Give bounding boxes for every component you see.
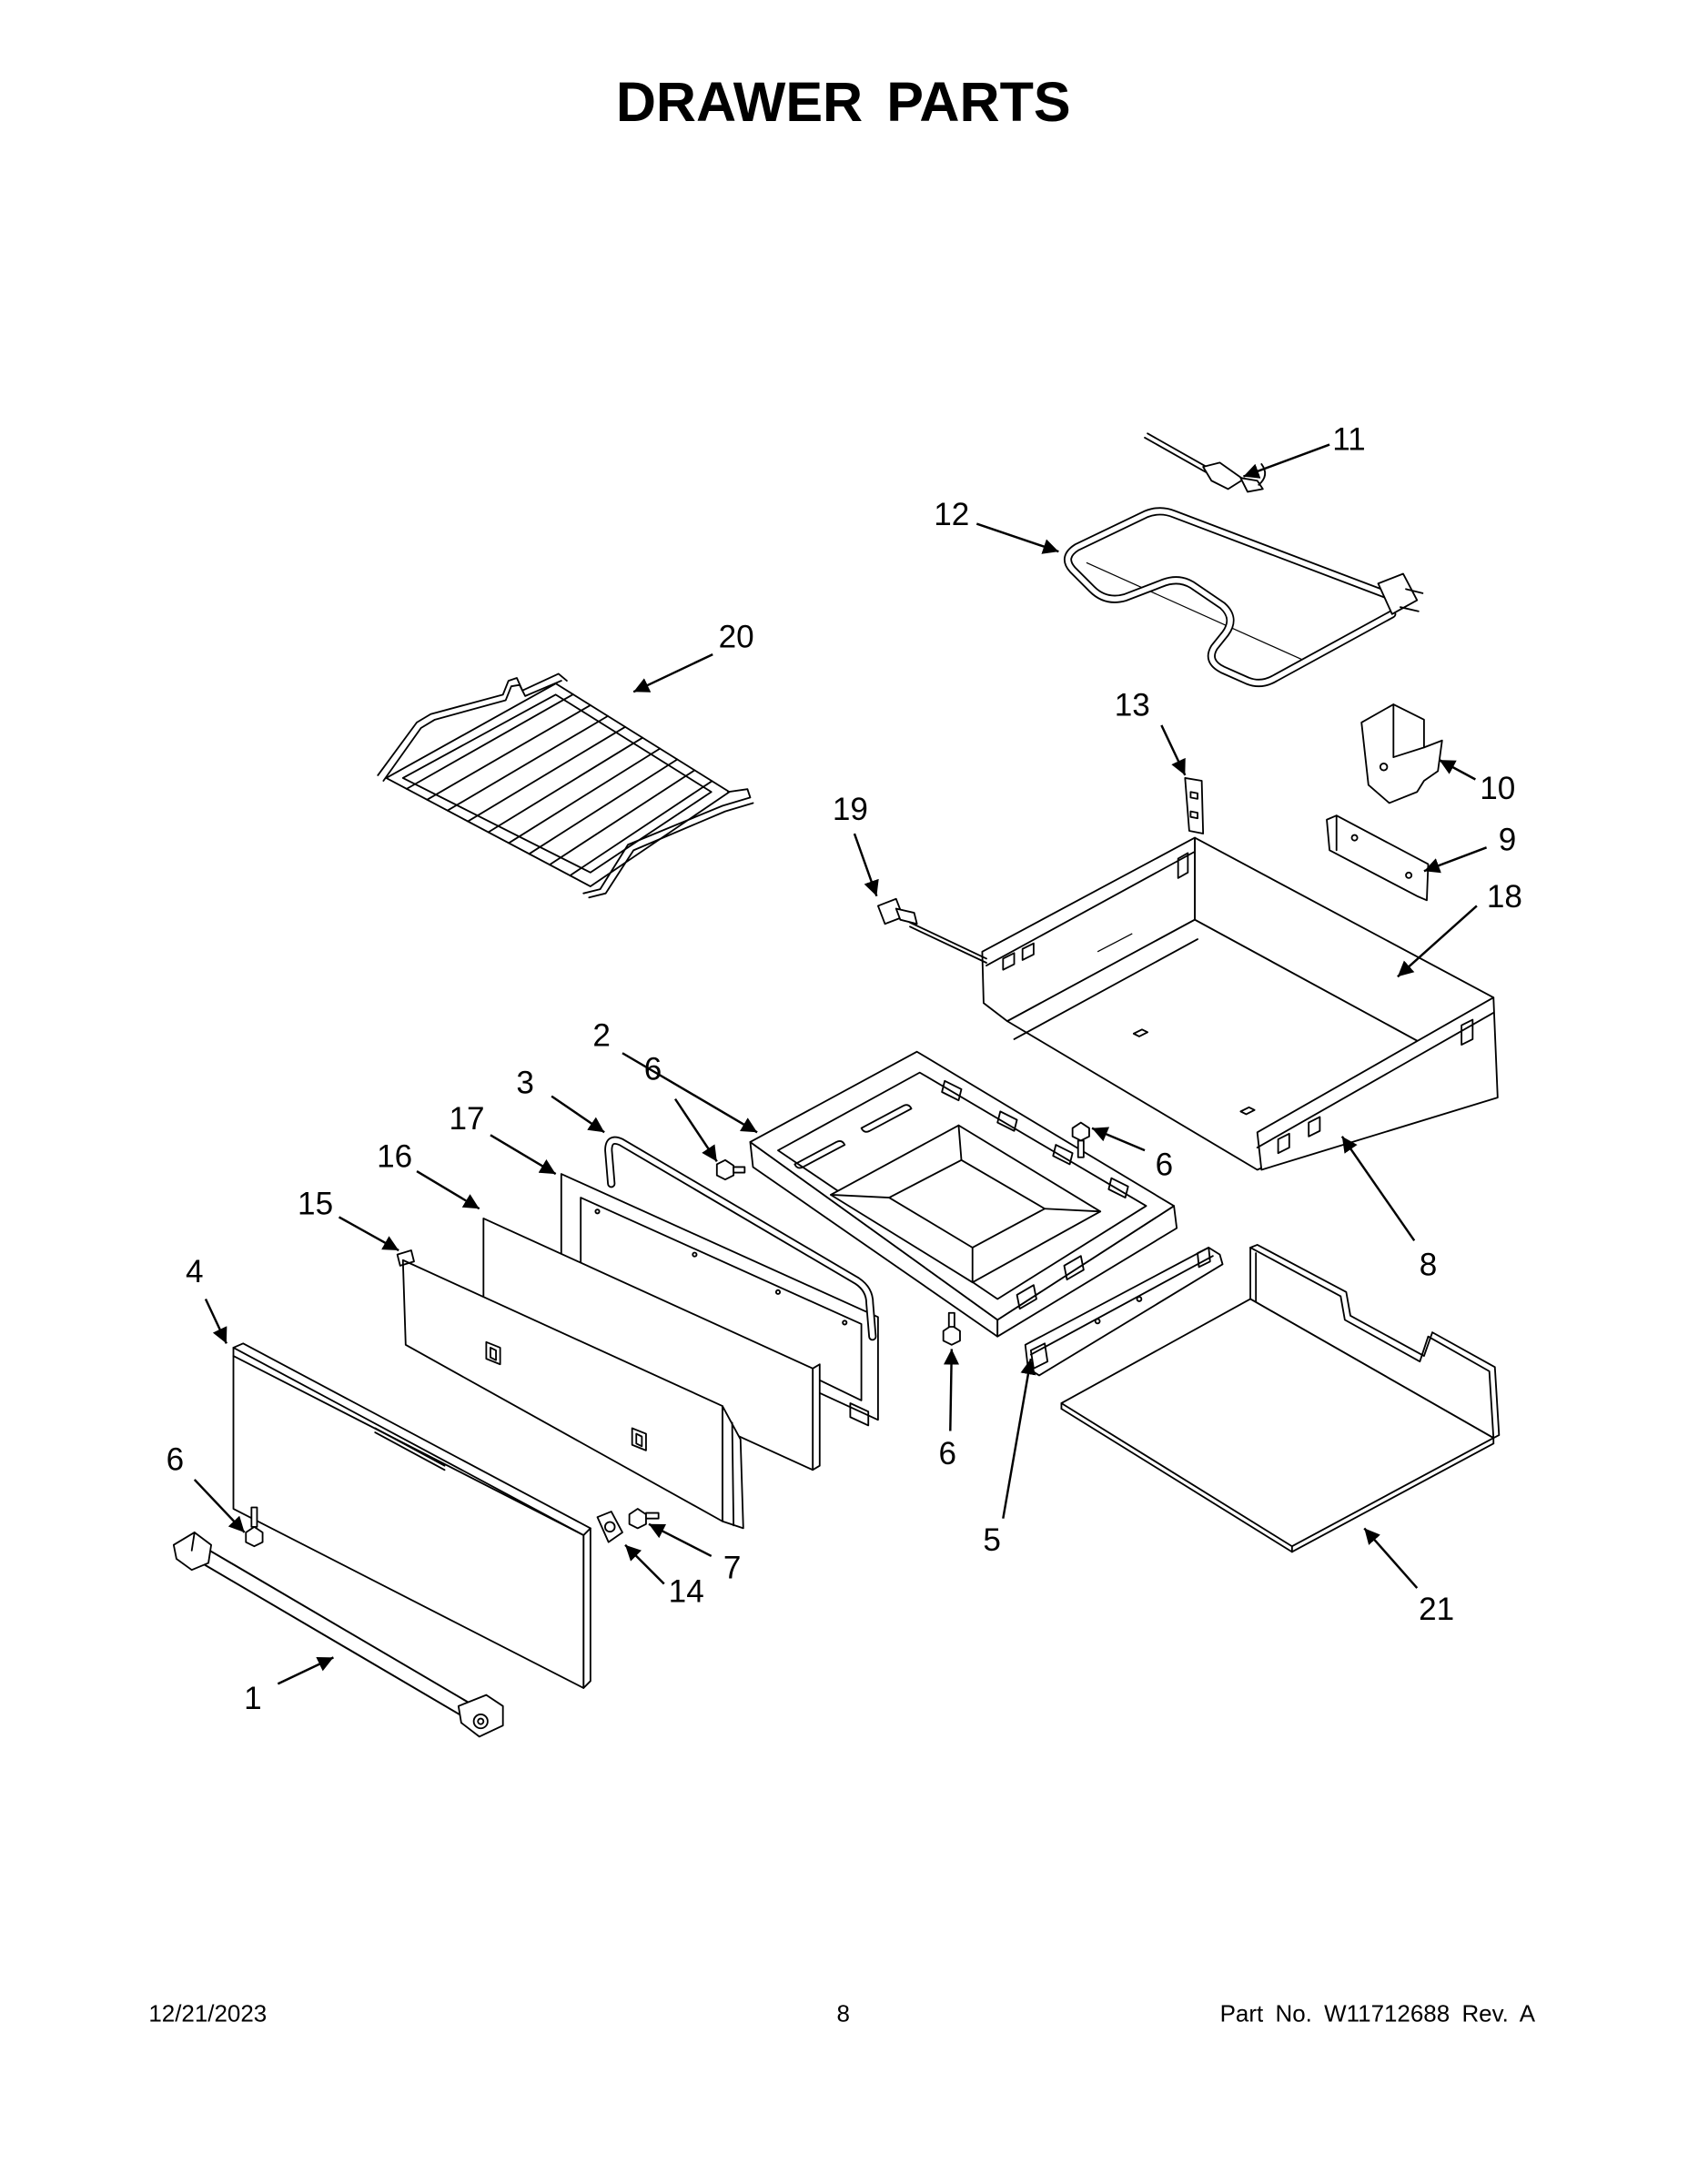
page-footer: 12/21/2023 8 Part No. W11712688 Rev. A bbox=[148, 2001, 1535, 2027]
leader-arrow-3 bbox=[551, 1095, 605, 1134]
leader-arrow-8 bbox=[1340, 1136, 1416, 1242]
part-20-rack bbox=[377, 672, 754, 899]
leader-arrow-14 bbox=[624, 1543, 665, 1585]
part-13-bracket bbox=[1184, 777, 1205, 834]
footer-date: 12/21/2023 bbox=[148, 2001, 267, 2027]
footer-page-number: 8 bbox=[837, 2001, 850, 2027]
callout-7: 7 bbox=[723, 1550, 742, 1585]
callout-2: 2 bbox=[592, 1018, 611, 1054]
part-6-screw-right bbox=[1071, 1121, 1090, 1158]
callout-12: 12 bbox=[934, 497, 969, 532]
callout-21: 21 bbox=[1419, 1592, 1454, 1627]
callout-labels: 11 12 20 13 10 19 9 18 2 3 6 17 6 16 15 … bbox=[167, 422, 1522, 1716]
callout-11: 11 bbox=[1332, 422, 1365, 458]
callout-1: 1 bbox=[244, 1681, 262, 1716]
part-12-element bbox=[1063, 507, 1424, 688]
part-9-plate bbox=[1326, 814, 1430, 902]
part-15-panel bbox=[396, 1249, 744, 1530]
leader-arrow-15 bbox=[338, 1216, 399, 1252]
callout-10: 10 bbox=[1480, 771, 1515, 806]
leader-arrow-13 bbox=[1160, 724, 1187, 776]
callout-6-right: 6 bbox=[1156, 1148, 1174, 1183]
leader-arrow-20 bbox=[632, 652, 713, 693]
callout-18: 18 bbox=[1487, 879, 1522, 915]
leader-arrow-6-left bbox=[193, 1479, 246, 1533]
leader-arrow-17 bbox=[490, 1134, 557, 1176]
leader-arrow-6-right bbox=[1091, 1127, 1146, 1152]
callout-17: 17 bbox=[449, 1101, 484, 1137]
leader-arrow-9 bbox=[1423, 846, 1488, 874]
leader-arrow-6-lower bbox=[943, 1349, 960, 1431]
callout-13: 13 bbox=[1115, 687, 1150, 723]
leader-arrows bbox=[193, 443, 1488, 1685]
part-14-pad bbox=[596, 1511, 623, 1543]
callout-16: 16 bbox=[377, 1138, 412, 1174]
callout-6-upper: 6 bbox=[644, 1051, 662, 1087]
part-17-inner-panel bbox=[560, 1173, 879, 1427]
leader-arrow-11 bbox=[1243, 443, 1330, 479]
callout-4: 4 bbox=[186, 1254, 204, 1289]
callout-5: 5 bbox=[983, 1522, 1001, 1558]
leader-arrow-10 bbox=[1439, 759, 1476, 781]
callout-8: 8 bbox=[1420, 1248, 1438, 1283]
leader-arrow-5 bbox=[1002, 1358, 1036, 1519]
leader-arrow-6-upper bbox=[673, 1097, 718, 1163]
part-3-rod bbox=[604, 1136, 877, 1341]
callout-6-left: 6 bbox=[167, 1441, 185, 1477]
leader-arrow-1 bbox=[277, 1656, 334, 1685]
callout-19: 19 bbox=[833, 792, 868, 827]
part-16-panel bbox=[482, 1218, 821, 1471]
callout-15: 15 bbox=[298, 1186, 333, 1221]
part-6-screw-upper bbox=[715, 1158, 746, 1181]
leader-arrow-7 bbox=[648, 1522, 713, 1558]
callout-6-lower: 6 bbox=[938, 1436, 956, 1471]
part-11-sensor bbox=[1144, 432, 1267, 493]
part-19-bolt bbox=[876, 897, 987, 964]
part-6-screw-lower bbox=[942, 1311, 961, 1346]
leader-arrow-21 bbox=[1363, 1527, 1419, 1589]
part-21-tray bbox=[1060, 1244, 1501, 1553]
leader-arrow-12 bbox=[975, 522, 1059, 554]
callout-14: 14 bbox=[669, 1573, 704, 1609]
leader-arrow-2 bbox=[622, 1052, 758, 1134]
page-title: DRAWER PARTS bbox=[616, 71, 1071, 133]
leader-arrow-19 bbox=[853, 833, 879, 897]
part-7-screw bbox=[628, 1508, 660, 1530]
part-6-screw-left bbox=[245, 1506, 264, 1548]
callout-9: 9 bbox=[1499, 822, 1517, 857]
part-10-bracket bbox=[1360, 703, 1443, 804]
leader-arrow-18 bbox=[1397, 905, 1478, 978]
callout-20: 20 bbox=[719, 619, 754, 654]
footer-part-number: Part No. W11712688 Rev. A bbox=[1220, 2001, 1536, 2027]
leader-arrow-4 bbox=[204, 1298, 227, 1344]
part-8-housing bbox=[981, 836, 1499, 1171]
part-2-drawer-frame bbox=[749, 1050, 1178, 1338]
leader-arrow-16 bbox=[416, 1169, 480, 1210]
callout-3: 3 bbox=[516, 1066, 534, 1101]
part-4-front-panel bbox=[232, 1342, 591, 1689]
part-1-handle bbox=[172, 1532, 504, 1738]
